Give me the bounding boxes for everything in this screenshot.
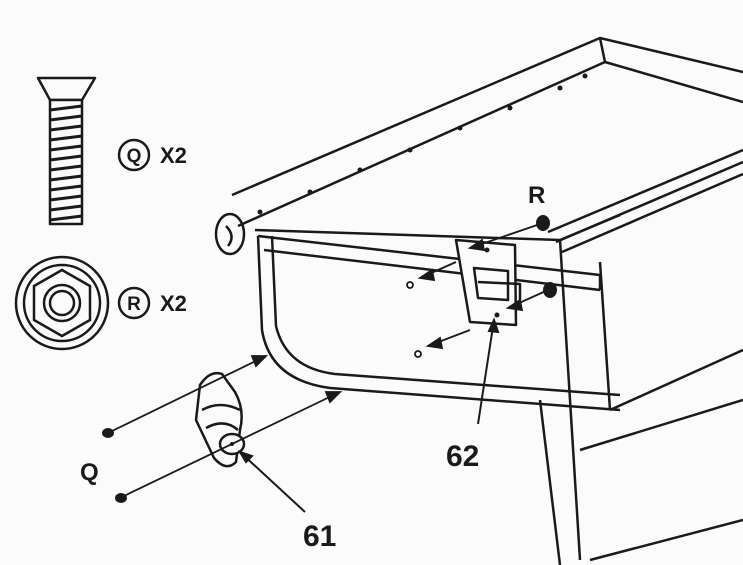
bracket-62 xyxy=(454,238,522,327)
legend-r-letter: R xyxy=(127,294,141,315)
callout-part-61: 61 xyxy=(303,520,336,553)
bracket-62-arrows xyxy=(417,222,549,350)
legend-r-quantity: X2 xyxy=(160,291,187,316)
leader-62 xyxy=(477,317,500,425)
leader-61 xyxy=(237,450,306,513)
legend-r-circle: R xyxy=(117,286,151,320)
rail-holes xyxy=(257,73,588,215)
grill-body xyxy=(231,36,743,565)
screw-q-upper xyxy=(102,428,114,438)
callout-r-label: R xyxy=(528,182,545,209)
hex-nut-icon xyxy=(14,255,110,351)
legend-q-letter: Q xyxy=(127,146,142,167)
flat-head-screw-icon xyxy=(36,76,97,226)
nut-r-lower xyxy=(543,282,557,298)
legend-q-circle: Q xyxy=(117,138,151,172)
screw-q-arrows xyxy=(109,355,343,497)
small-holes xyxy=(406,281,422,358)
callout-q-label: Q xyxy=(80,459,99,486)
callout-part-62: 62 xyxy=(446,440,479,473)
rail-end-knob xyxy=(214,212,246,256)
screw-q-lower xyxy=(115,493,127,503)
legend-q-quantity: X2 xyxy=(160,143,187,168)
